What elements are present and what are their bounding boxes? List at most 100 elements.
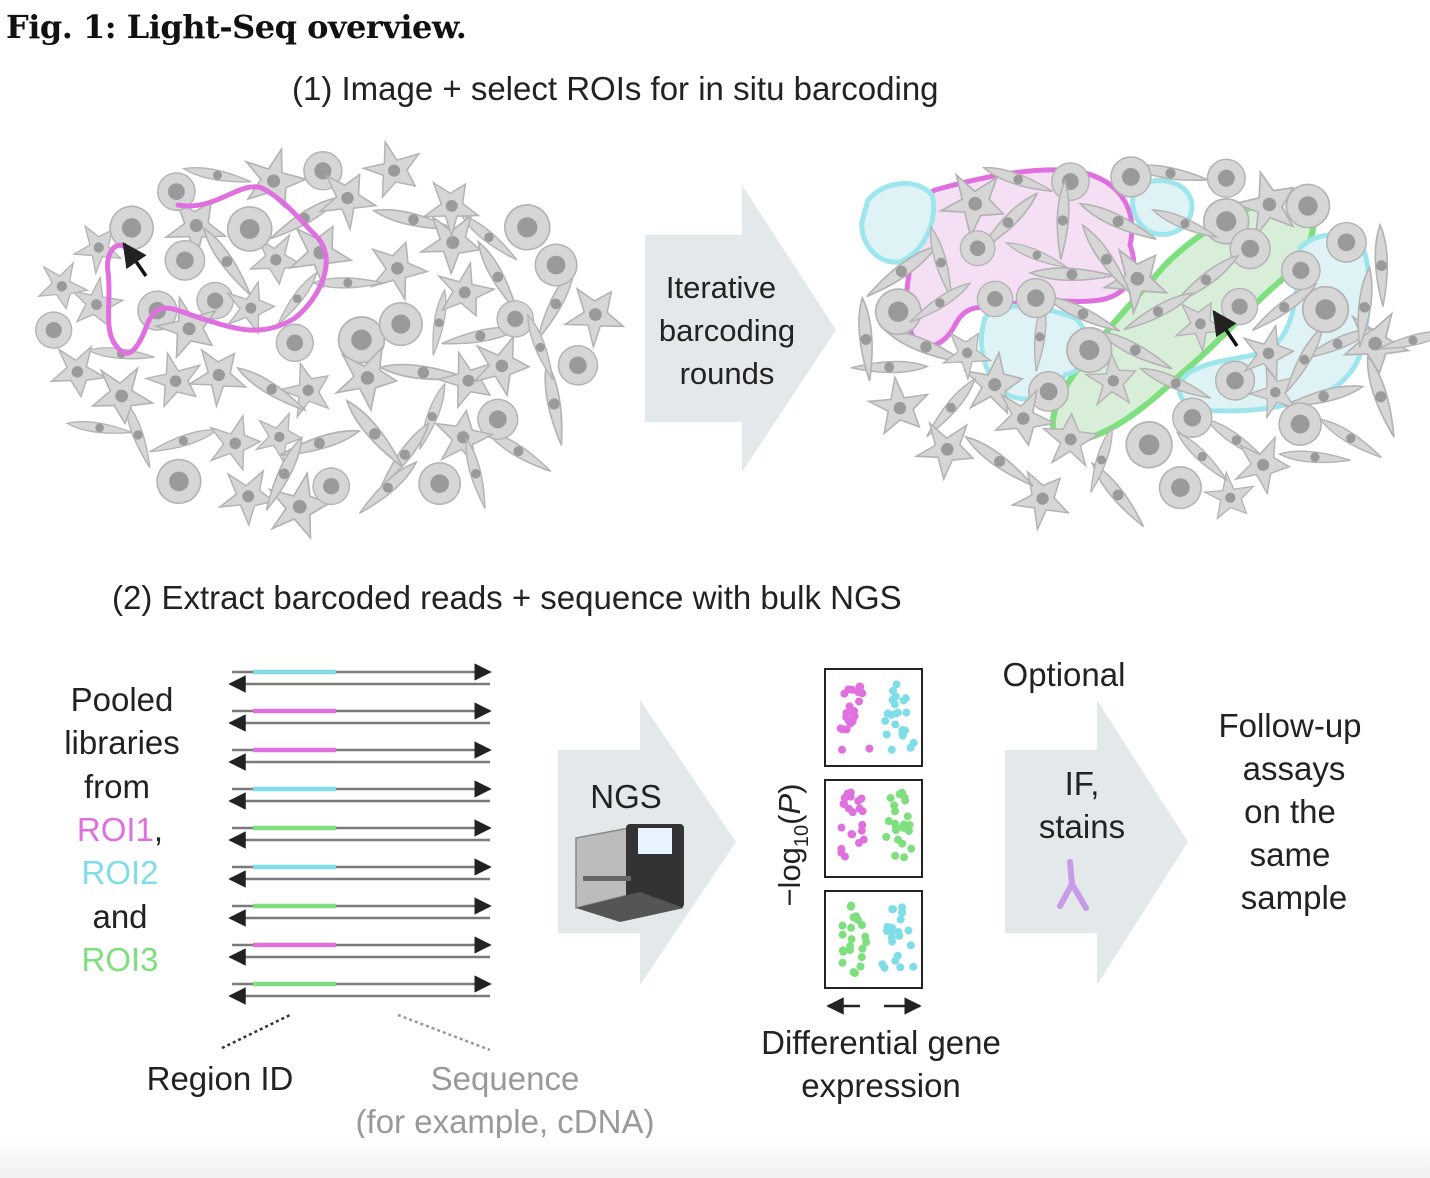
cell — [1041, 411, 1101, 468]
cell — [1301, 285, 1350, 334]
volcano-point — [859, 835, 868, 844]
svg-text:rounds: rounds — [680, 356, 775, 391]
step2-heading: (2) Extract barcoded reads + sequence wi… — [112, 579, 902, 616]
volcano-point — [890, 801, 899, 810]
cell — [378, 302, 423, 347]
volcano-point — [858, 944, 867, 953]
cell — [164, 240, 206, 281]
figure-title: Fig. 1: Light-Seq overview. — [6, 8, 467, 46]
volcano-point — [846, 942, 855, 951]
cell — [196, 281, 234, 320]
volcano-point — [857, 920, 866, 929]
volcano-point — [846, 792, 855, 801]
cell — [345, 398, 404, 468]
cell — [1110, 156, 1152, 198]
optional-label: Optional — [1003, 656, 1126, 693]
cell — [1206, 158, 1246, 198]
cell — [1229, 227, 1271, 270]
cell — [1123, 292, 1195, 331]
volcano-point — [893, 835, 902, 844]
cell — [465, 437, 486, 509]
volcano-point — [848, 830, 857, 839]
volcano-point — [878, 960, 887, 969]
cell — [317, 172, 379, 232]
volcano-point — [892, 680, 901, 689]
cell — [1125, 421, 1173, 469]
volcano-point — [837, 823, 846, 832]
cell — [1083, 350, 1138, 407]
cell — [1366, 354, 1395, 438]
cell — [1232, 169, 1295, 239]
cell — [436, 260, 497, 318]
cell — [1015, 277, 1056, 319]
cell — [964, 435, 1034, 487]
volcano-point — [896, 915, 905, 924]
cell — [265, 435, 303, 511]
volcano-point — [849, 968, 858, 977]
cell — [477, 398, 519, 440]
volcano-point — [898, 908, 907, 917]
svg-text:barcoding: barcoding — [659, 313, 795, 348]
cell — [1090, 461, 1145, 528]
roi1-drawn-outline — [105, 184, 329, 356]
sequencer-icon — [575, 824, 684, 922]
cell — [125, 400, 151, 468]
svg-text:from: from — [84, 768, 150, 805]
volcano-point — [890, 700, 899, 709]
cell — [1357, 265, 1373, 348]
cell — [371, 208, 454, 230]
volcano-plots — [824, 668, 923, 989]
dge-label: Differential gene expression — [761, 1024, 1001, 1104]
cell — [544, 360, 563, 446]
cell — [226, 206, 273, 252]
volcano-point — [909, 962, 918, 971]
cell — [358, 460, 418, 514]
cell — [254, 411, 304, 464]
svg-text:Sequence: Sequence — [431, 1060, 580, 1097]
cell — [496, 300, 534, 338]
svg-text:assays: assays — [1243, 750, 1346, 787]
volcano-point — [901, 726, 910, 735]
volcano-point — [858, 820, 867, 829]
volcano-point — [838, 930, 847, 939]
volcano-point — [855, 697, 864, 706]
cell — [1280, 250, 1321, 291]
svg-text:Iterative: Iterative — [666, 270, 776, 305]
volcano-point — [905, 821, 914, 830]
cell — [49, 344, 108, 399]
svg-text:Differential gene: Differential gene — [761, 1024, 1001, 1061]
cell — [858, 295, 873, 382]
region-id-label: Region ID — [147, 1060, 294, 1097]
cell — [926, 377, 977, 438]
volcano-point — [891, 720, 900, 729]
cursor-arrow-2 — [1212, 309, 1239, 347]
cell — [981, 166, 1053, 193]
volcano-point — [891, 807, 900, 816]
cell — [1285, 325, 1324, 393]
antibody-icon — [1057, 859, 1089, 911]
cell — [1028, 370, 1070, 412]
cell — [913, 421, 975, 482]
volcano-point — [886, 793, 895, 802]
cell — [1056, 179, 1070, 260]
volcano-point — [838, 921, 847, 930]
cell — [1090, 425, 1113, 493]
cell — [1027, 267, 1114, 282]
volcano-point — [838, 958, 847, 967]
roi-label: ROI2 — [81, 854, 158, 891]
cell — [267, 470, 332, 541]
cell — [1247, 366, 1297, 420]
cell — [937, 172, 1006, 239]
cell — [202, 226, 252, 296]
cell — [557, 345, 599, 386]
volcano-point — [847, 935, 856, 944]
cell — [527, 313, 554, 381]
tissue-cells-before — [35, 139, 626, 541]
volcano-point — [891, 956, 900, 965]
cell — [1004, 242, 1068, 269]
optional-arrow — [1005, 700, 1188, 985]
cell — [1277, 450, 1351, 464]
cell — [277, 361, 330, 420]
region-id-pointer — [221, 1013, 291, 1050]
